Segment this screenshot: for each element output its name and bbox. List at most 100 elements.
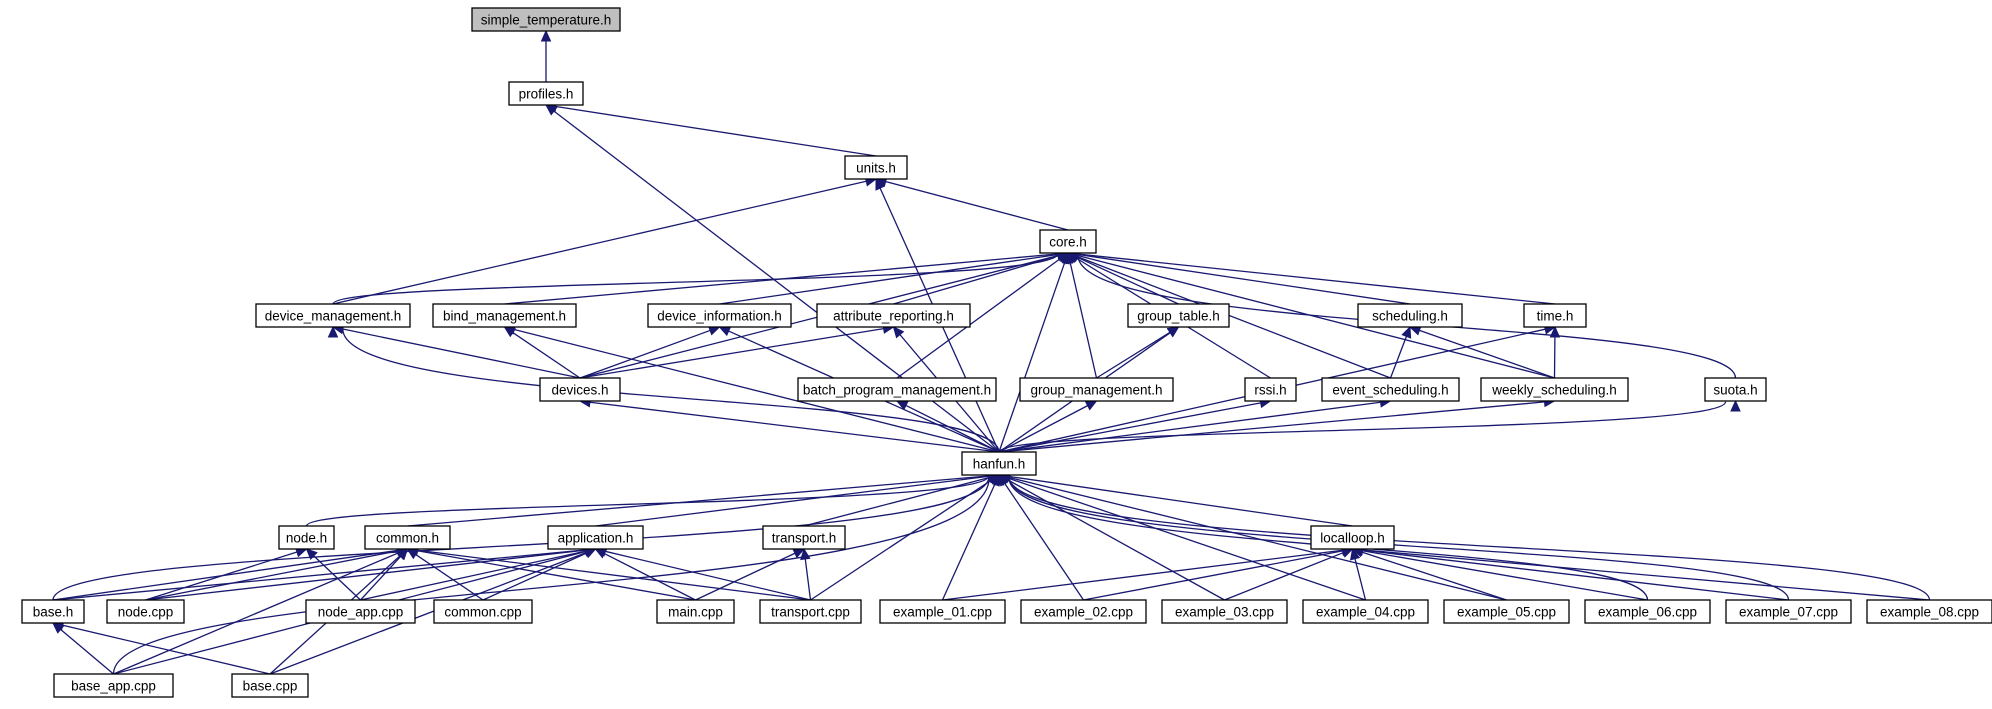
edge-line bbox=[1362, 550, 1648, 601]
edge-line bbox=[1096, 331, 1171, 379]
node-example-03[interactable]: example_03.cpp bbox=[1161, 599, 1288, 624]
node-example-08[interactable]: example_08.cpp bbox=[1866, 599, 1992, 624]
edge-arrowhead bbox=[305, 548, 318, 561]
edge-arrowhead bbox=[1166, 326, 1180, 338]
node-group-management[interactable]: group_management.h bbox=[1019, 377, 1174, 402]
edge-base_app_cpp-to-hanfun bbox=[112, 473, 1005, 675]
node-base[interactable]: base.h bbox=[21, 599, 85, 624]
edge-line bbox=[145, 550, 398, 601]
edge-node_app_cpp-to-application bbox=[360, 546, 597, 601]
edge-common_cpp-to-application bbox=[482, 548, 597, 601]
node-label: group_table.h bbox=[1137, 309, 1220, 324]
node-device-management[interactable]: device_management.h bbox=[255, 303, 411, 328]
node-label: node.cpp bbox=[118, 605, 174, 620]
node-label: bind_management.h bbox=[443, 309, 566, 324]
node-transport[interactable]: transport.h bbox=[762, 525, 846, 550]
node-base-app-cpp[interactable]: base_app.cpp bbox=[53, 673, 174, 698]
node-bind-management[interactable]: bind_management.h bbox=[432, 303, 577, 328]
edge-line bbox=[482, 552, 587, 601]
edge-line bbox=[719, 253, 1059, 305]
edge-line bbox=[145, 549, 586, 601]
node-example-02[interactable]: example_02.cpp bbox=[1020, 599, 1147, 624]
edge-line bbox=[1354, 558, 1367, 601]
edge-devices-to-device_information bbox=[579, 325, 721, 379]
node-label: node.h bbox=[286, 531, 327, 546]
node-common-cpp[interactable]: common.cpp bbox=[433, 599, 533, 624]
node-group-table[interactable]: group_table.h bbox=[1127, 303, 1230, 328]
edge-line bbox=[417, 550, 696, 601]
node-transport-cpp[interactable]: transport.cpp bbox=[759, 599, 862, 624]
node-attribute-reporting[interactable]: attribute_reporting.h bbox=[816, 303, 971, 328]
edge-line bbox=[512, 332, 581, 379]
edge-line bbox=[905, 404, 1000, 453]
node-rssi[interactable]: rssi.h bbox=[1244, 377, 1297, 402]
node-device-information[interactable]: device_information.h bbox=[647, 303, 792, 328]
node-weekly-scheduling[interactable]: weekly_scheduling.h bbox=[1480, 377, 1629, 402]
node-box bbox=[432, 303, 577, 328]
edge-line bbox=[998, 405, 1088, 453]
node-node-app-cpp[interactable]: node_app.cpp bbox=[305, 599, 416, 624]
edge-hanfun-to-core bbox=[998, 251, 1070, 453]
node-suota[interactable]: suota.h bbox=[1704, 377, 1767, 402]
node-box bbox=[1244, 377, 1297, 402]
node-units[interactable]: units.h bbox=[844, 155, 908, 180]
edge-line bbox=[113, 552, 399, 675]
node-node-cpp[interactable]: node.cpp bbox=[106, 599, 185, 624]
node-example-06[interactable]: example_06.cpp bbox=[1584, 599, 1711, 624]
node-label: base_app.cpp bbox=[71, 679, 156, 694]
node-box bbox=[762, 525, 846, 550]
node-label: node_app.cpp bbox=[318, 605, 404, 620]
node-localloop[interactable]: localloop.h bbox=[1310, 525, 1395, 550]
node-event-scheduling[interactable]: event_scheduling.h bbox=[1321, 377, 1460, 402]
edge-line bbox=[604, 552, 696, 601]
edge-line bbox=[112, 477, 990, 675]
node-application[interactable]: application.h bbox=[547, 525, 644, 550]
node-scheduling[interactable]: scheduling.h bbox=[1357, 303, 1463, 328]
edge-line bbox=[360, 550, 586, 601]
edge-devices-to-device_management bbox=[331, 323, 581, 379]
edge-time-to-core bbox=[1066, 248, 1556, 305]
node-label: transport.cpp bbox=[771, 605, 850, 620]
node-example-05[interactable]: example_05.cpp bbox=[1443, 599, 1570, 624]
node-batch-program-management[interactable]: batch_program_management.h bbox=[797, 377, 997, 402]
edge-base_cpp-to-base bbox=[51, 620, 271, 675]
node-label: example_06.cpp bbox=[1598, 605, 1697, 620]
node-box bbox=[547, 525, 644, 550]
node-label: weekly_scheduling.h bbox=[1491, 383, 1617, 398]
edge-line bbox=[942, 549, 1343, 601]
edge-line bbox=[332, 180, 867, 305]
edge-line bbox=[1077, 256, 1391, 379]
node-label: example_02.cpp bbox=[1034, 605, 1133, 620]
node-core[interactable]: core.h bbox=[1039, 229, 1097, 254]
node-common[interactable]: common.h bbox=[364, 525, 451, 550]
node-box bbox=[1866, 599, 1992, 624]
node-time[interactable]: time.h bbox=[1523, 303, 1587, 328]
edge-arrowhead bbox=[1401, 325, 1412, 339]
node-example-01[interactable]: example_01.cpp bbox=[879, 599, 1006, 624]
node-box bbox=[364, 525, 451, 550]
node-label: core.h bbox=[1049, 235, 1087, 250]
edge-line bbox=[555, 105, 877, 157]
node-simple-temperature[interactable]: simple_temperature.h bbox=[471, 7, 621, 32]
edge-transport_cpp-to-transport bbox=[800, 547, 812, 601]
node-devices[interactable]: devices.h bbox=[539, 377, 621, 402]
edge-line bbox=[415, 554, 484, 601]
node-base-cpp[interactable]: base.cpp bbox=[231, 673, 309, 698]
node-label: example_03.cpp bbox=[1175, 605, 1274, 620]
node-profiles[interactable]: profiles.h bbox=[508, 81, 584, 106]
node-box bbox=[1310, 525, 1395, 550]
node-example-04[interactable]: example_04.cpp bbox=[1302, 599, 1429, 624]
edge-line bbox=[1007, 479, 1225, 601]
node-label: batch_program_management.h bbox=[803, 383, 991, 398]
node-main-cpp[interactable]: main.cpp bbox=[656, 599, 735, 624]
node-node[interactable]: node.h bbox=[278, 525, 335, 550]
edge-units-to-profiles bbox=[544, 101, 877, 157]
node-box bbox=[1523, 303, 1587, 328]
node-hanfun[interactable]: hanfun.h bbox=[961, 451, 1037, 476]
edge-line bbox=[803, 476, 990, 527]
edge-line bbox=[1224, 552, 1344, 601]
edge-line bbox=[579, 327, 884, 379]
node-example-07[interactable]: example_07.cpp bbox=[1725, 599, 1852, 624]
node-box bbox=[879, 599, 1006, 624]
edge-profiles-to-simple_temperature bbox=[540, 29, 552, 82]
